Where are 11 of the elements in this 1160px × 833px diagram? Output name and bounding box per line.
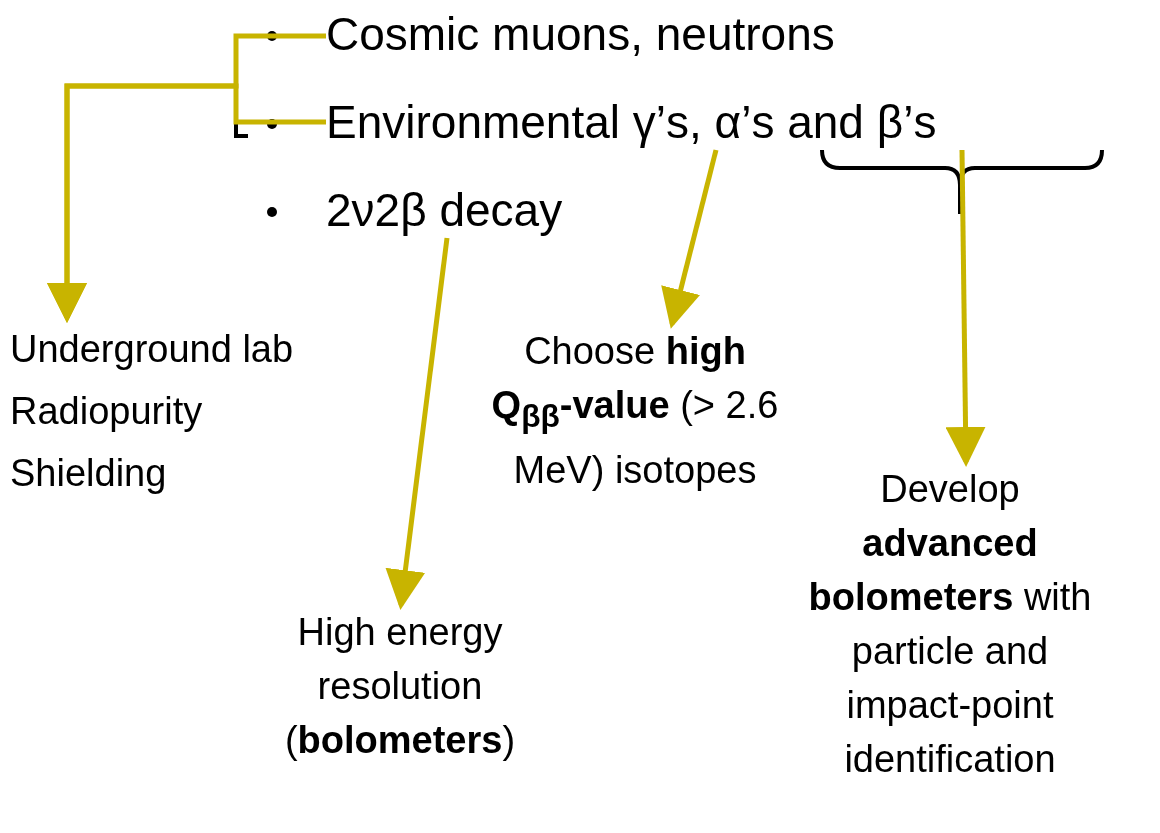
arrow (945, 149, 986, 467)
result-text: Choose high Q$_{ββ}$-value (> 2.6 MeV) isotopes (480, 324, 790, 497)
bullet-item: Environmental γ’s, α’s and β’s (326, 94, 937, 150)
arrow (661, 149, 719, 329)
result-text: High energy resolution (bolometers) (240, 605, 560, 767)
arrow (385, 237, 450, 610)
arrow (47, 83, 326, 323)
result-text: Underground lab Radiopurity Shielding (10, 318, 400, 504)
bullet-item: Cosmic muons, neutrons (326, 6, 835, 62)
result-text: Develop advanced bolometers with particle and impact-point identification (790, 462, 1110, 786)
bullet-item: 2ν2β decay (326, 182, 563, 238)
